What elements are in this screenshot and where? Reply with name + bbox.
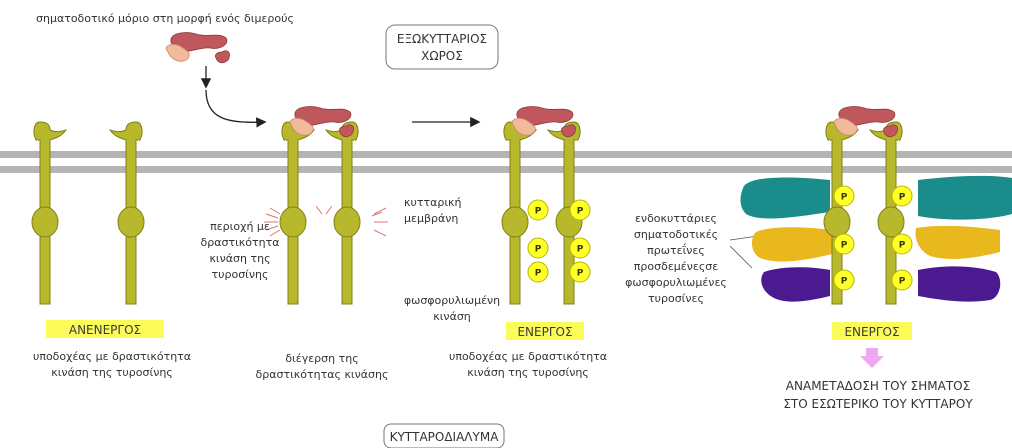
phospho-kinase-line2: κινάση xyxy=(433,310,471,323)
stage1-caption-line2: κινάση της τυροσίνης xyxy=(51,366,173,379)
signal-molecule-free xyxy=(166,32,229,62)
stage2-receptor-right xyxy=(326,122,360,304)
stage1-receptor-left xyxy=(32,122,66,304)
membrane-label-line2: μεμβράνη xyxy=(404,212,458,225)
phosphate-label: P xyxy=(577,245,584,255)
purple-protein-left xyxy=(761,267,830,301)
phosphate-label: P xyxy=(535,269,542,279)
stage1-caption-line1: υποδοχέας με δραστικότητα xyxy=(33,350,191,363)
extracellular-label-line1: ΕΞΩΚΥΤΤΑΡΙΟΣ xyxy=(397,32,487,46)
kinase-region-line1: περιοχή με xyxy=(210,220,270,233)
membrane-inner-layer xyxy=(0,166,1012,173)
stage2-receptor-left xyxy=(280,122,314,304)
stage3-caption-line1: υποδοχέας με δραστικότητα xyxy=(449,350,607,363)
teal-protein-right xyxy=(918,176,1012,220)
stage2-caption-line1: διέγερση της xyxy=(285,352,358,365)
stage1-state-label: ΑΝΕΝΕΡΓΟΣ xyxy=(69,323,141,337)
phospho-kinase-line1: φωσφορυλιωμένη xyxy=(404,294,500,307)
phosphate-label: P xyxy=(899,193,906,203)
purple-protein-right xyxy=(918,266,1000,301)
phosphate-label: P xyxy=(535,245,542,255)
orange-protein-left xyxy=(752,227,832,261)
phosphate-label: P xyxy=(899,241,906,251)
phosphate-label: P xyxy=(899,277,906,287)
phosphate-label: P xyxy=(841,277,848,287)
membrane-label-line1: κυτταρική xyxy=(404,196,462,209)
orange-protein-right xyxy=(916,226,1000,259)
phosphate-label: P xyxy=(841,193,848,203)
signal-relay-arrow xyxy=(860,348,884,368)
phosphate-label: P xyxy=(577,207,584,217)
cytosol-label: ΚΥΤΤΑΡΟΔΙΑΛΥΜΑ xyxy=(390,430,500,444)
stage3-state-label: ΕΝΕΡΓΟΣ xyxy=(517,325,572,339)
proteins-label-line4: προσδεμένεςσε xyxy=(634,260,718,273)
stage4-phosphates: P P P P P P xyxy=(834,186,912,290)
proteins-label-line2: σηματοδοτικές xyxy=(634,228,718,241)
stage1-receptor-right xyxy=(110,122,144,304)
membrane-outer-layer xyxy=(0,151,1012,158)
binding-arrow xyxy=(206,90,264,122)
phosphate-label: P xyxy=(577,269,584,279)
stage4-state-label: ΕΝΕΡΓΟΣ xyxy=(844,325,899,339)
proteins-label-line5: φωσφορυλιωμένες xyxy=(625,276,727,289)
signal-relay-line1: ΑΝΑΜΕΤΑΔΟΣΗ ΤΟΥ ΣΗΜΑΤΟΣ xyxy=(786,379,970,393)
stage3-caption-line2: κινάση της τυροσίνης xyxy=(467,366,589,379)
kinase-region-line4: τυροσίνης xyxy=(212,268,269,281)
phosphate-label: P xyxy=(535,207,542,217)
proteins-label-line6: τυροσίνες xyxy=(648,292,704,305)
stage4-bound-ligand xyxy=(834,106,897,136)
kinase-region-line2: δραστικότητα xyxy=(201,236,280,249)
ligand-caption: σηματοδοτικό μόριο στη μορφή ενός διμερο… xyxy=(36,12,294,25)
stage3-bound-ligand xyxy=(512,106,575,136)
stage2-bound-ligand xyxy=(290,106,353,136)
proteins-label-line3: πρωτεΐνες xyxy=(647,243,705,257)
stage2-caption-line2: δραστικότητας κινάσης xyxy=(256,368,389,381)
kinase-region-line3: κινάση της xyxy=(209,252,270,265)
phosphate-label: P xyxy=(841,241,848,251)
proteins-label-line1: ενδοκυττάριες xyxy=(635,212,717,225)
signal-relay-line2: ΣΤΟ ΕΣΩΤΕΡΙΚΟ ΤΟΥ ΚΥΤΤΑΡΟΥ xyxy=(783,397,973,411)
extracellular-label-line2: ΧΩΡΟΣ xyxy=(421,49,463,63)
teal-protein-left xyxy=(741,178,831,219)
